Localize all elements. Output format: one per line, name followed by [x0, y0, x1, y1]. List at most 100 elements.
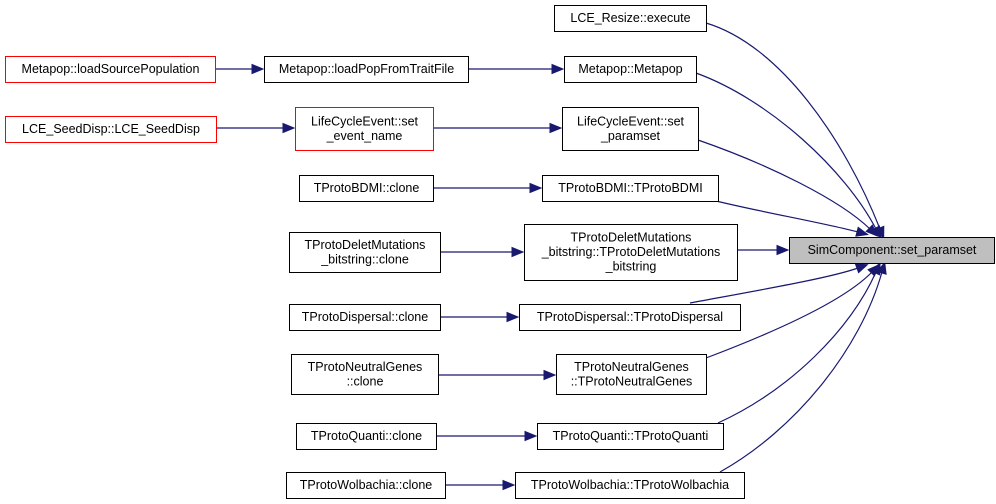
node-label: TProtoWolbachia::TProtoWolbachia — [531, 478, 729, 492]
edge-disp_ctor-to-set_paramset — [689, 263, 869, 304]
node-box[interactable] — [556, 354, 707, 395]
node-box[interactable] — [515, 472, 745, 499]
node-box[interactable] — [291, 354, 439, 395]
arrow-head-icon — [543, 369, 557, 381]
edge-line — [711, 199, 859, 233]
node-box[interactable] — [289, 232, 441, 273]
node-box[interactable] — [519, 304, 741, 331]
node-label: TProtoBDMI::TProtoBDMI — [558, 181, 702, 195]
node-delet-ctor[interactable]: TProtoDeletMutations_bitstring::TProtoDe… — [524, 224, 738, 281]
node-label: TProtoNeutralGenes — [308, 360, 423, 374]
node-box[interactable] — [295, 107, 434, 151]
edge-load_pop_from_trait_file-to-metapop_ctor — [468, 63, 565, 75]
node-label: LCE_Resize::execute — [570, 11, 690, 25]
node-metapop-ctor[interactable]: Metapop::Metapop — [564, 56, 697, 83]
arrow-head-icon — [551, 63, 565, 75]
edge-load_source_population-to-load_pop_from_trait_file — [215, 63, 265, 75]
node-label: TProtoWolbachia::clone — [300, 478, 433, 492]
arrow-head-icon — [865, 224, 879, 237]
edge-quanti_ctor-to-set_paramset — [717, 261, 881, 424]
node-wolb-clone[interactable]: TProtoWolbachia::clone — [286, 472, 446, 499]
node-lce-seeddisp[interactable]: LCE_SeedDisp::LCE_SeedDisp — [5, 116, 217, 143]
node-quanti-ctor[interactable]: TProtoQuanti::TProtoQuanti — [537, 423, 724, 450]
edge-line — [695, 72, 877, 230]
node-label: _bitstring — [605, 260, 657, 274]
node-bdmi-ctor[interactable]: TProtoBDMI::TProtoBDMI — [542, 175, 719, 202]
edge-delet_ctor-to-set_paramset — [737, 244, 790, 256]
arrow-head-icon — [854, 263, 869, 274]
node-disp-ctor[interactable]: TProtoDispersal::TProtoDispersal — [519, 304, 741, 331]
node-box[interactable] — [299, 175, 434, 202]
arrow-head-icon — [524, 430, 538, 442]
arrow-head-icon — [776, 244, 790, 256]
node-bdmi-clone[interactable]: TProtoBDMI::clone — [299, 175, 434, 202]
arrow-head-icon — [511, 246, 525, 258]
node-label: TProtoDeletMutations — [305, 238, 426, 252]
edge-lce_set_paramset-to-set_paramset — [697, 139, 879, 237]
node-disp-clone[interactable]: TProtoDispersal::clone — [289, 304, 441, 331]
node-lce-set-event-name[interactable]: LifeCycleEvent::set_event_name — [295, 107, 434, 151]
node-label: TProtoDispersal::TProtoDispersal — [537, 310, 723, 324]
node-box[interactable] — [564, 56, 697, 83]
edge-delet_clone-to-delet_ctor — [440, 246, 525, 258]
node-box[interactable] — [789, 237, 995, 264]
edge-lce_set_event_name-to-lce_set_paramset — [433, 122, 563, 134]
edge-disp_clone-to-disp_ctor — [440, 311, 520, 323]
node-set-paramset[interactable]: SimComponent::set_paramset — [789, 237, 995, 264]
edge-wolb_ctor-to-set_paramset — [719, 261, 887, 473]
edge-bdmi_ctor-to-set_paramset — [711, 199, 869, 237]
node-neutral-clone[interactable]: TProtoNeutralGenes::clone — [291, 354, 439, 395]
arrow-head-icon — [549, 122, 563, 134]
node-box[interactable] — [5, 116, 217, 143]
edge-line — [717, 271, 877, 424]
edge-lce_resize_execute-to-set_paramset — [705, 22, 885, 240]
arrow-head-icon — [529, 182, 543, 194]
node-box[interactable] — [542, 175, 719, 202]
edge-line — [697, 139, 871, 230]
node-label: _bitstring::TProtoDeletMutations — [541, 245, 721, 259]
node-label: TProtoQuanti::clone — [311, 429, 422, 443]
edge-line — [705, 271, 873, 359]
node-layer: SimComponent::set_paramset LCE_Resize::ex… — [5, 5, 995, 499]
edge-quanti_clone-to-quanti_ctor — [436, 430, 538, 442]
node-label: Metapop::Metapop — [578, 62, 682, 76]
node-box[interactable] — [537, 423, 724, 450]
node-quanti-clone[interactable]: TProtoQuanti::clone — [296, 423, 437, 450]
node-box[interactable] — [286, 472, 446, 499]
node-wolb-ctor[interactable]: TProtoWolbachia::TProtoWolbachia — [515, 472, 745, 499]
node-label: TProtoBDMI::clone — [314, 181, 420, 195]
node-box[interactable] — [562, 107, 699, 151]
node-box[interactable] — [524, 224, 738, 281]
arrow-head-icon — [855, 226, 869, 237]
edge-line — [689, 267, 859, 304]
arrow-head-icon — [282, 122, 296, 134]
node-label: _event_name — [326, 129, 403, 143]
node-box[interactable] — [554, 5, 707, 32]
edge-wolb_clone-to-wolb_ctor — [445, 479, 516, 491]
node-box[interactable] — [296, 423, 437, 450]
node-load-pop-from-trait-file[interactable]: Metapop::loadPopFromTraitFile — [264, 56, 469, 83]
node-label: TProtoNeutralGenes — [574, 360, 689, 374]
node-lce-set-paramset[interactable]: LifeCycleEvent::set_paramset — [562, 107, 699, 151]
node-label: Metapop::loadPopFromTraitFile — [279, 62, 454, 76]
node-box[interactable] — [5, 56, 216, 83]
edge-lce_seeddisp-to-lce_set_event_name — [216, 122, 296, 134]
node-lce-resize-execute[interactable]: LCE_Resize::execute — [554, 5, 707, 32]
node-label: LifeCycleEvent::set — [311, 114, 419, 128]
edge-neutral_clone-to-neutral_ctor — [438, 369, 557, 381]
node-label: TProtoDeletMutations — [571, 231, 692, 245]
arrow-head-icon — [876, 261, 887, 275]
node-delet-clone[interactable]: TProtoDeletMutations_bitstring::clone — [289, 232, 441, 273]
node-neutral-ctor[interactable]: TProtoNeutralGenes::TProtoNeutralGenes — [556, 354, 707, 395]
node-label: ::TProtoNeutralGenes — [571, 374, 693, 388]
arrow-head-icon — [502, 479, 516, 491]
node-label: _bitstring::clone — [320, 252, 409, 266]
edge-line — [719, 271, 883, 473]
node-label: _paramset — [600, 129, 661, 143]
node-label: ::clone — [347, 374, 384, 388]
node-box[interactable] — [289, 304, 441, 331]
edge-metapop_ctor-to-set_paramset — [695, 72, 882, 240]
node-box[interactable] — [264, 56, 469, 83]
node-load-source-population[interactable]: Metapop::loadSourcePopulation — [5, 56, 216, 83]
